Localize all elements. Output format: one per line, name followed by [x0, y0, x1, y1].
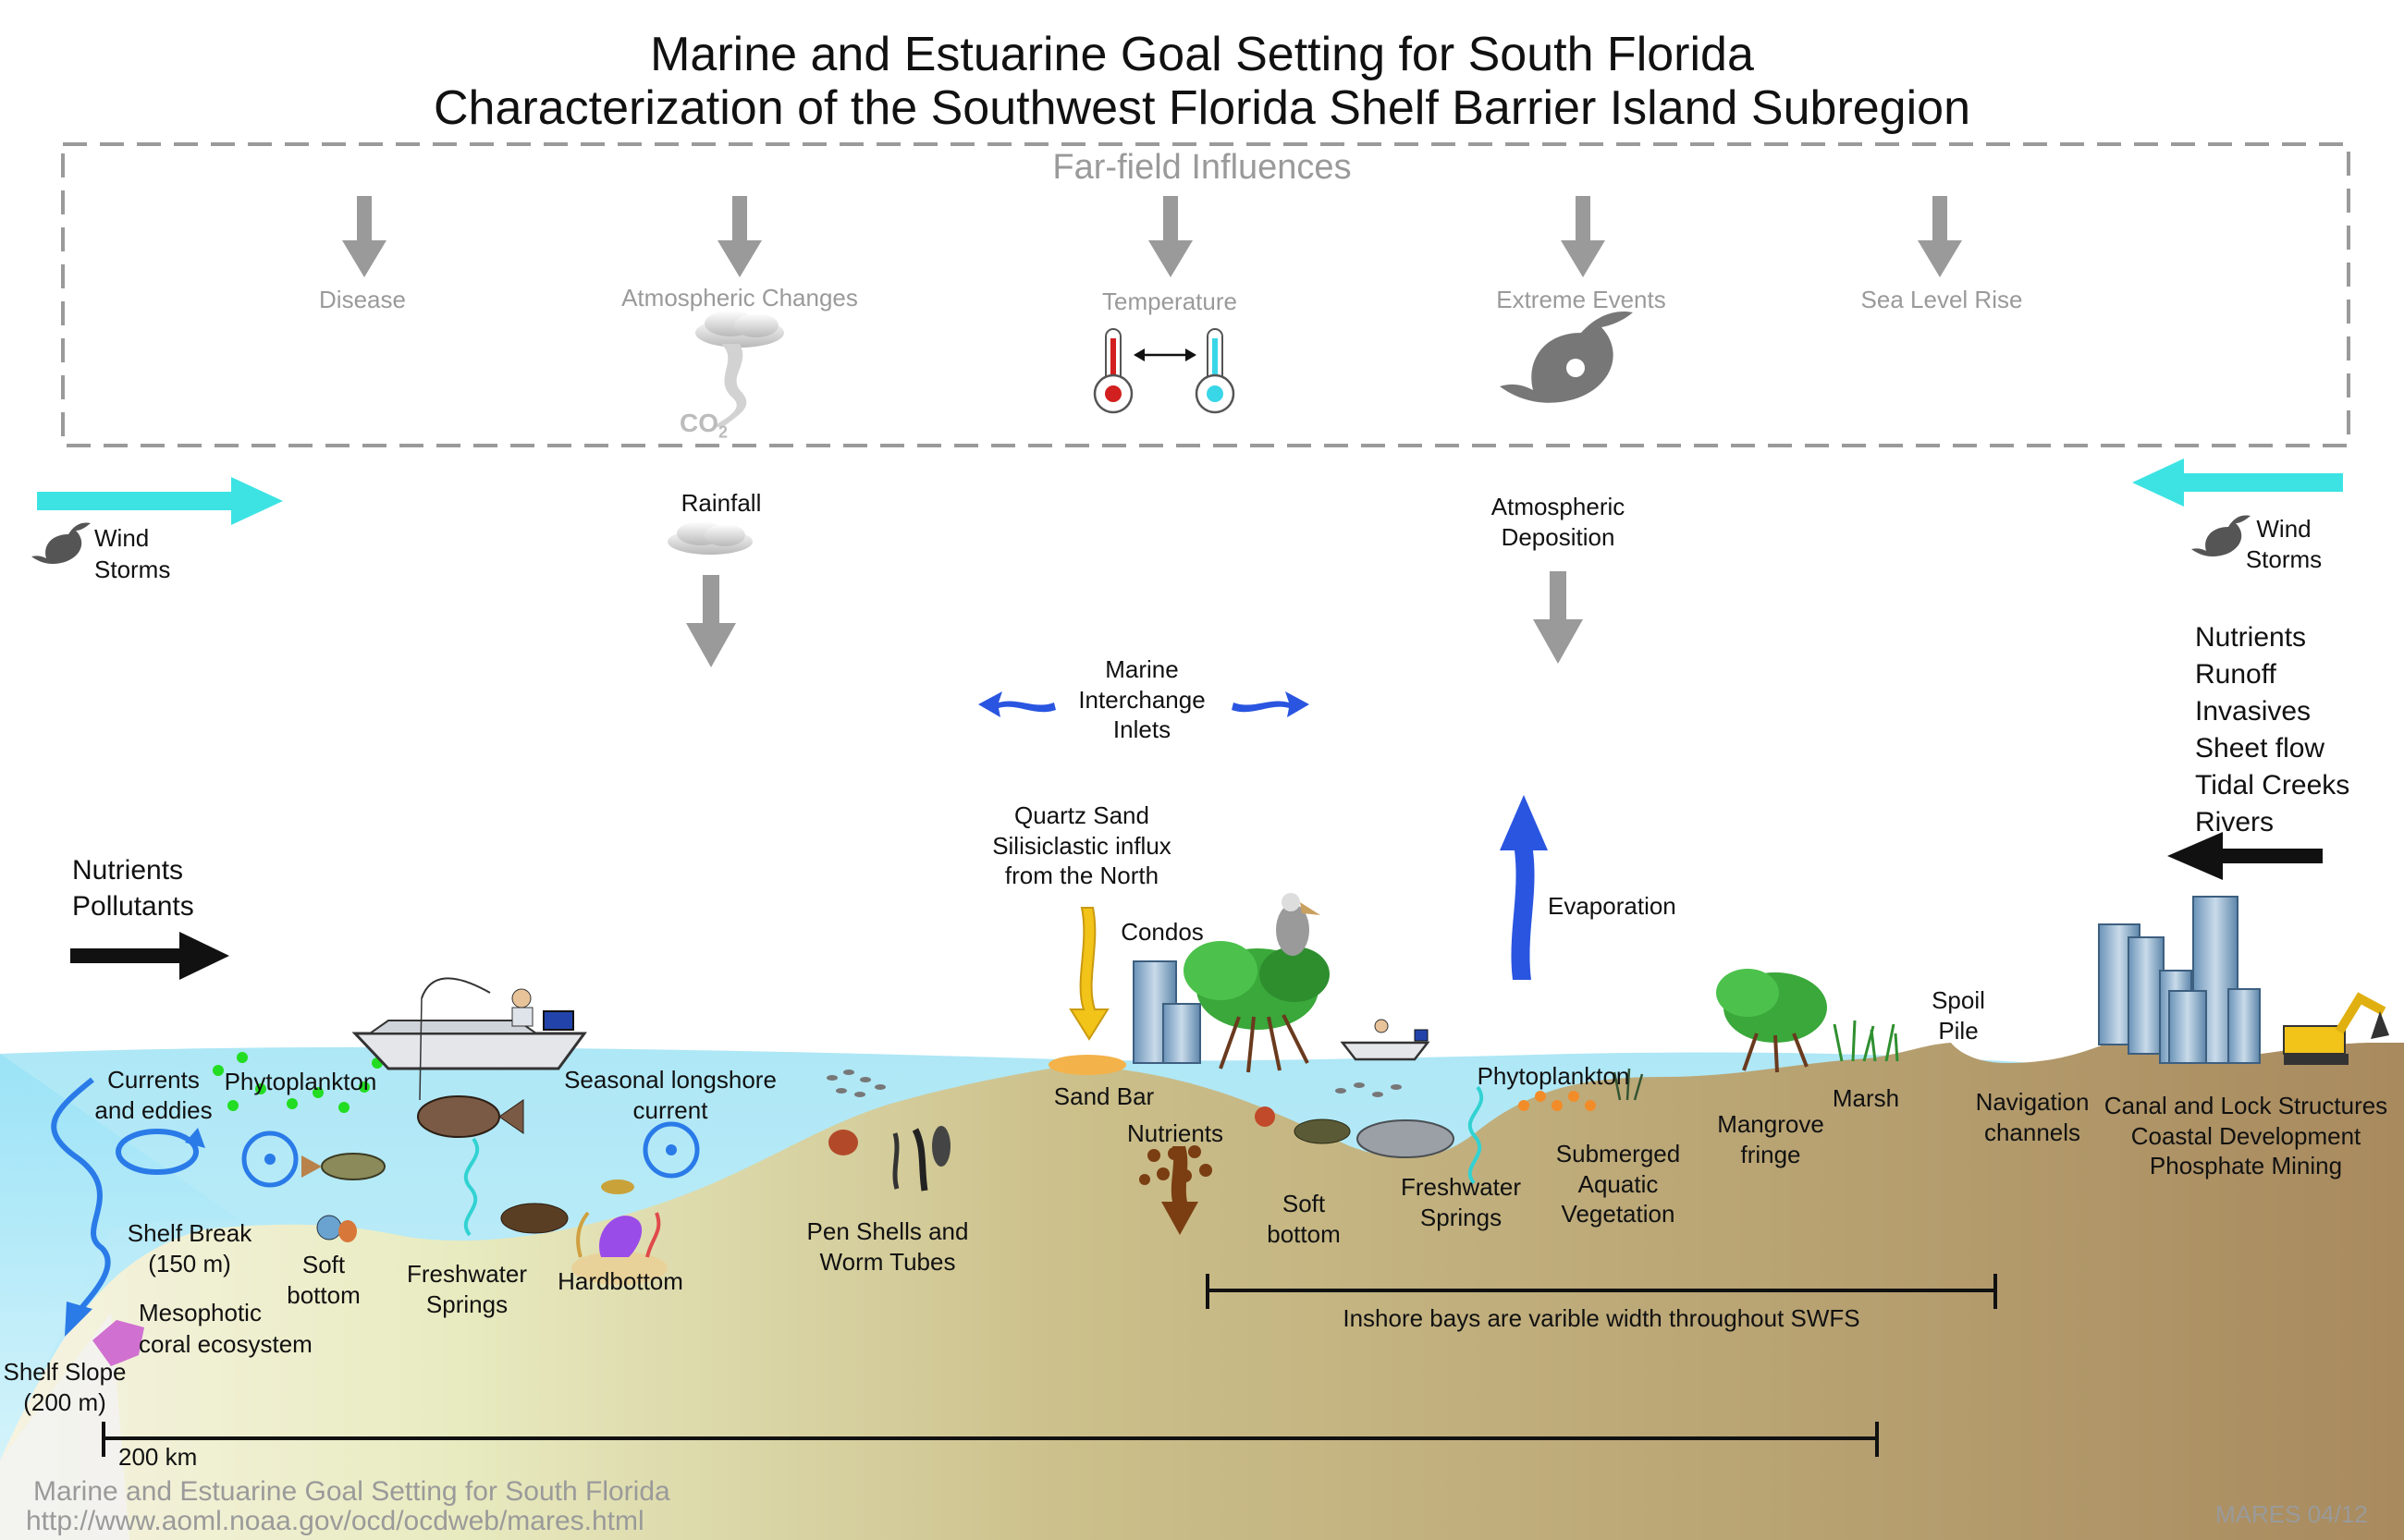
phytoplankton-offshore-label: Phytoplankton	[224, 1068, 377, 1095]
shelf-break-label: Shelf Break (150 m)	[127, 1219, 252, 1277]
nutrients-pollutants-label: Nutrients Pollutants	[72, 855, 194, 922]
currents-eddies-label: Currents and eddies	[94, 1066, 213, 1124]
co2-label: CO2	[679, 409, 728, 442]
right-input-rivers: Rivers	[2195, 807, 2275, 837]
atmospheric-deposition-label: Atmospheric Deposition	[1490, 493, 1625, 551]
evaporation-label: Evaporation	[1548, 892, 1676, 920]
rainfall-label: Rainfall	[681, 489, 762, 517]
far-field-heading: Far-field Influences	[1052, 148, 1352, 187]
freshwater-springs-offshore-label: Freshwater Springs	[406, 1260, 528, 1318]
footer-url-link[interactable]: http://www.aoml.noaa.gov/ocd/ocdweb/mare…	[26, 1506, 644, 1536]
mangrove-fringe-label: Mangrove fringe	[1717, 1110, 1824, 1168]
right-input-nutrients: Nutrients	[2195, 622, 2307, 653]
wind-storms-right: Wind Storms	[2219, 514, 2349, 574]
wind-storms-left-text: Wind Storms	[94, 524, 171, 583]
footer-org: Marine and Estuarine Goal Setting for So…	[33, 1476, 670, 1507]
right-input-sheet-flow: Sheet flow	[2195, 733, 2325, 764]
navigation-channels-label: Navigation channels	[1975, 1088, 2090, 1146]
wind-storms-right-text: Wind Storms	[2245, 515, 2323, 573]
seasonal-current-label: Seasonal longshore current	[564, 1066, 777, 1124]
title-line-2: Characterization of the Southwest Florid…	[434, 81, 1970, 135]
inshore-bays-label: Inshore bays are varible width throughou…	[1343, 1304, 1860, 1332]
right-input-runoff: Runoff	[2195, 659, 2276, 690]
scale-distance-label: 200 km	[118, 1443, 198, 1471]
quartz-sand-label: Quartz Sand Silisiclastic influx from th…	[992, 801, 1171, 889]
development-label: Canal and Lock Structures Coastal Develo…	[2104, 1092, 2388, 1179]
freshwater-springs-nearshore-label: Freshwater Springs	[1400, 1173, 1522, 1231]
footer-code: MARES 04/12	[2215, 1500, 2368, 1528]
nutrients-nearshore-label: Nutrients	[1126, 1119, 1224, 1147]
marine-interchange-label: Marine Interchange Inlets	[1078, 655, 1206, 743]
far-field-atmospheric-changes: Atmospheric Changes	[621, 284, 858, 312]
wind-storms-left: Wind Storms	[94, 523, 170, 586]
right-inputs-list: Nutrients Runoff Invasives Sheet flow Ti…	[2195, 619, 2349, 841]
right-input-invasives: Invasives	[2195, 696, 2312, 727]
pen-shells-label: Pen Shells and Worm Tubes	[806, 1217, 969, 1276]
far-field-sea-level-rise: Sea Level Rise	[1860, 286, 2023, 313]
sav-label: Submerged Aquatic Vegetation	[1555, 1140, 1681, 1228]
condos-label: Condos	[1121, 918, 1204, 946]
shelf-slope-label: Shelf Slope (200 m)	[3, 1358, 127, 1416]
marsh-label: Marsh	[1832, 1084, 1900, 1112]
right-input-tidal-creeks: Tidal Creeks	[2195, 770, 2350, 801]
phytoplankton-nearshore-label: Phytoplankton	[1477, 1062, 1630, 1090]
spoil-pile-label: Spoil Pile	[1932, 986, 1985, 1045]
hardbottom-label: Hardbottom	[558, 1267, 683, 1295]
sand-bar-label: Sand Bar	[1053, 1082, 1155, 1110]
far-field-temperature: Temperature	[1102, 287, 1237, 315]
title-line-1: Marine and Estuarine Goal Setting for So…	[650, 28, 1754, 81]
far-field-extreme-events: Extreme Events	[1496, 286, 1666, 313]
soft-bottom-nearshore-label: Soft bottom	[1267, 1190, 1341, 1248]
soft-bottom-offshore-label: Soft bottom	[287, 1251, 361, 1309]
mesophotic-label: Mesophotic coral ecosystem	[139, 1299, 313, 1358]
far-field-disease: Disease	[319, 286, 406, 313]
